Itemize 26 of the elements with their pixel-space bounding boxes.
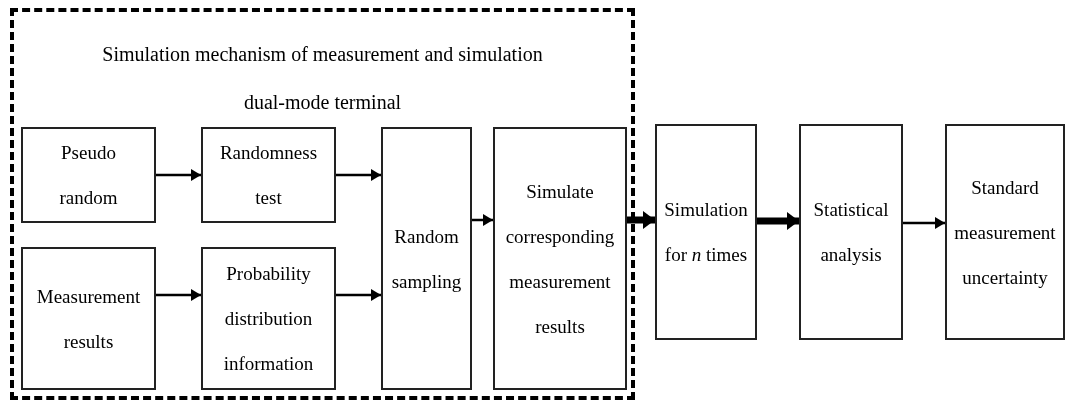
box-label: Probability distribution information [222, 262, 315, 376]
dashed-group-frame [10, 8, 635, 400]
process-box [493, 127, 627, 390]
process-box [201, 127, 336, 223]
process-box [655, 124, 757, 340]
arrow [472, 214, 493, 226]
process-box [21, 247, 156, 390]
arrow [903, 217, 945, 229]
process-box [21, 127, 156, 223]
box-label: Simulation for n times [663, 198, 749, 267]
box-label: Standard measurement uncertainty [953, 175, 1057, 290]
box-label: Randomness test [218, 141, 319, 210]
process-box [945, 124, 1065, 340]
group-title: Simulation mechanism of measurement and simulation dual-mode terminal [101, 42, 544, 115]
box-label: Random sampling [390, 224, 463, 294]
process-box [381, 127, 472, 390]
arrow [156, 169, 201, 181]
box-label: Simulate corresponding measurement results [504, 179, 616, 339]
process-box [799, 124, 903, 340]
box-label: Measurement results [35, 284, 142, 354]
box-label: Statistical analysis [812, 198, 890, 267]
arrow [156, 289, 201, 301]
arrow [336, 289, 381, 301]
box-label: Pseudo random [58, 141, 119, 210]
arrow [336, 169, 381, 181]
process-box [201, 247, 336, 390]
